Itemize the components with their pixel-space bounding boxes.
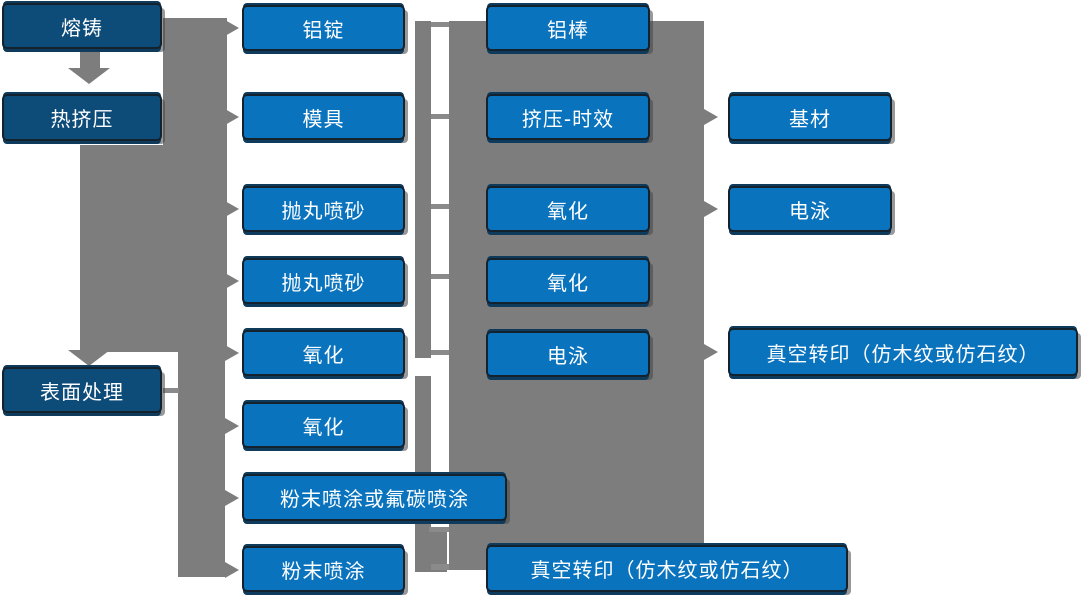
node-mold: 模具 <box>242 94 405 140</box>
node-oxidation-3: 氧化 <box>486 186 650 232</box>
bridge-row2 <box>431 114 449 119</box>
node-oxidation-4: 氧化 <box>486 258 650 304</box>
node-shot-blasting-1: 抛丸喷砂 <box>242 186 405 232</box>
bridge-row1 <box>431 22 449 27</box>
node-aluminum-ingot: 铝锭 <box>242 5 405 51</box>
node-melting-casting: 熔铸 <box>2 3 162 49</box>
bridge-row7 <box>429 527 449 532</box>
node-electrophoresis-1: 电泳 <box>486 331 650 377</box>
node-hot-extrusion: 热挤压 <box>2 94 162 141</box>
node-powder-or-fluorocarbon-coating: 粉末喷涂或氟碳喷涂 <box>242 474 507 521</box>
node-vacuum-transfer-2: 真空转印（仿木纹或仿石纹） <box>728 328 1078 376</box>
bridge-row3 <box>431 204 449 209</box>
node-surface-treatment: 表面处理 <box>2 367 162 413</box>
right-arrowhead-row2 <box>225 109 239 125</box>
right-arrowhead-row6 <box>225 418 239 434</box>
surface-treatment-link-line <box>163 388 179 393</box>
right-arrowhead-row3 <box>225 201 239 217</box>
down-arrowhead-to-surface-treatment <box>68 350 110 366</box>
right-arrowhead-row7 <box>225 490 239 506</box>
node-aluminum-rod: 铝棒 <box>486 5 650 51</box>
node-oxidation-1: 氧化 <box>242 330 405 376</box>
left-rail-bottom <box>178 350 225 577</box>
right-arrowhead-to-vacuum-transfer <box>704 344 718 360</box>
node-electrophoresis-2: 电泳 <box>728 186 892 232</box>
node-oxidation-2: 氧化 <box>242 402 405 448</box>
right-arrowhead-row5 <box>225 345 239 361</box>
bridge-row5 <box>431 350 449 355</box>
left-rail-top <box>163 18 227 150</box>
middle-rail-top <box>415 21 431 358</box>
right-arrowhead-row1 <box>225 20 239 36</box>
right-arrowhead-to-base-material <box>704 109 718 125</box>
right-arrowhead-row8 <box>225 562 239 578</box>
right-arrowhead-row4 <box>225 273 239 289</box>
right-arrowhead-to-electrophoresis <box>704 201 718 217</box>
node-extrusion-aging: 挤压-时效 <box>486 94 650 140</box>
bridge-row4 <box>431 274 449 279</box>
down-arrowhead-to-hot-extrusion <box>68 68 110 84</box>
middle-rail-foot <box>431 528 447 572</box>
node-vacuum-transfer-1: 真空转印（仿木纹或仿石纹） <box>486 545 848 592</box>
node-shot-blasting-2: 抛丸喷砂 <box>242 258 405 304</box>
node-powder-coating: 粉末喷涂 <box>242 546 405 592</box>
bridge-row8 <box>431 564 461 570</box>
node-base-material: 基材 <box>728 94 892 141</box>
left-rail-stem <box>80 48 100 70</box>
left-rail-wide <box>80 145 227 352</box>
